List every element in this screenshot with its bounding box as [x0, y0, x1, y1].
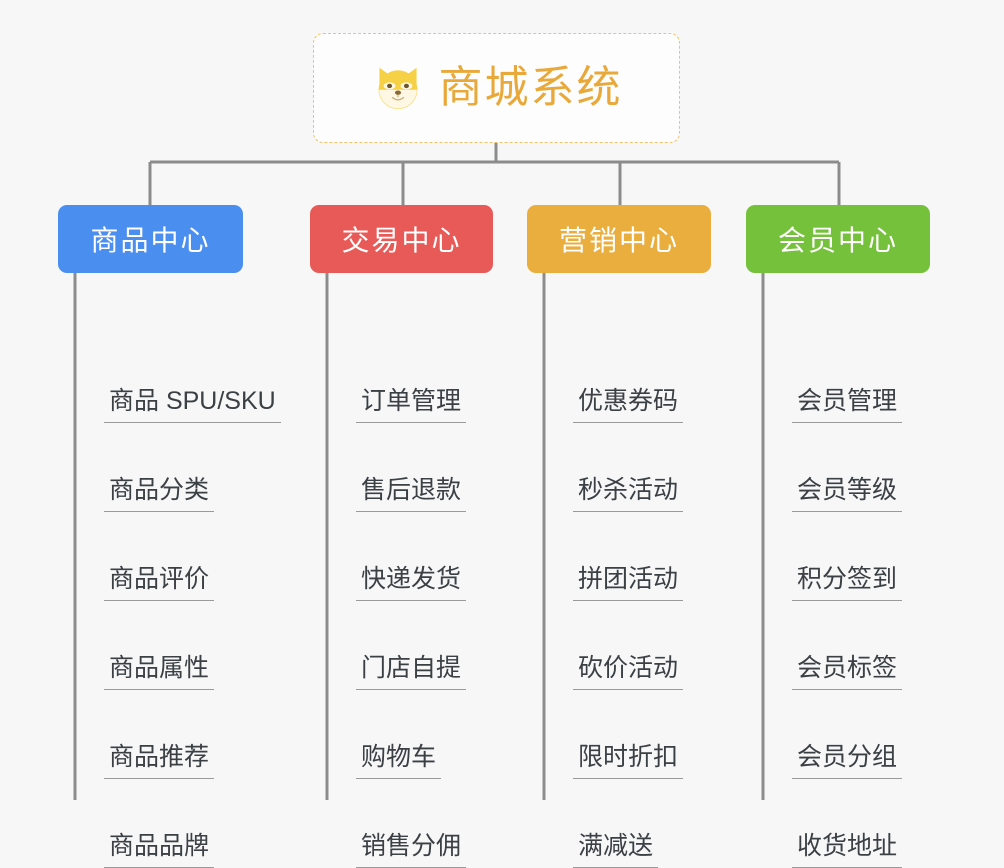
leaf-label: 商品评价 — [104, 565, 215, 601]
leaf-label: 商品分类 — [104, 476, 215, 512]
leaf-item[interactable]: 快递发货 — [356, 555, 467, 601]
leaf-item[interactable]: 购物车 — [356, 733, 442, 779]
shiba-dog-face-icon — [378, 67, 417, 110]
leaf-label: 商品品牌 — [104, 832, 215, 868]
leaf-label: 秒杀活动 — [573, 476, 684, 512]
leaf-item[interactable]: 收货地址 — [792, 822, 903, 868]
category-header-marketing-center[interactable]: 营销中心 — [527, 205, 711, 273]
leaf-label: 积分签到 — [792, 565, 903, 601]
root-node[interactable]: 商城系统 — [313, 33, 680, 143]
leaf-label: 收货地址 — [792, 832, 903, 868]
leaf-label: 订单管理 — [356, 387, 467, 423]
leaf-item[interactable]: 会员分组 — [792, 733, 903, 779]
column-product-center: 商品中心商品 SPU/SKU 商品分类商品评价商品属性商品推荐商品品牌 — [58, 205, 281, 868]
leaf-label: 购物车 — [356, 743, 442, 779]
leaf-item[interactable]: 满减送 — [573, 822, 659, 868]
column-marketing-center: 营销中心优惠券码秒杀活动拼团活动砍价活动限时折扣满减送 — [527, 205, 711, 868]
leaf-label: 优惠券码 — [573, 387, 684, 423]
leaf-label: 销售分佣 — [356, 832, 467, 868]
column-trade-center: 交易中心订单管理售后退款快递发货门店自提购物车销售分佣 — [310, 205, 493, 868]
leaf-item[interactable]: 销售分佣 — [356, 822, 467, 868]
leaf-item[interactable]: 商品分类 — [104, 466, 215, 512]
category-header-member-center[interactable]: 会员中心 — [746, 205, 930, 273]
leaf-item[interactable]: 商品属性 — [104, 644, 215, 690]
leaf-label: 限时折扣 — [573, 743, 684, 779]
leaf-label: 满减送 — [573, 832, 659, 868]
leaf-item[interactable]: 拼团活动 — [573, 555, 684, 601]
leaf-label: 拼团活动 — [573, 565, 684, 601]
leaf-item[interactable]: 会员标签 — [792, 644, 903, 690]
leaf-item[interactable]: 砍价活动 — [573, 644, 684, 690]
category-header-trade-center[interactable]: 交易中心 — [310, 205, 493, 273]
column-member-center: 会员中心会员管理会员等级积分签到会员标签会员分组收货地址 — [746, 205, 930, 868]
leaf-label: 砍价活动 — [573, 654, 684, 690]
leaf-item[interactable]: 订单管理 — [356, 377, 467, 423]
leaf-label: 商品 SPU/SKU — [104, 387, 281, 423]
leaf-label: 商品推荐 — [104, 743, 215, 779]
leaf-item[interactable]: 秒杀活动 — [573, 466, 684, 512]
leaf-item[interactable]: 优惠券码 — [573, 377, 684, 423]
leaf-item[interactable]: 售后退款 — [356, 466, 467, 512]
mindmap-canvas: 商城系统 商品中心商品 SPU/SKU 商品分类商品评价商品属性商品推荐商品品牌 交… — [58, 33, 930, 868]
leaf-label: 会员管理 — [792, 387, 903, 423]
leaf-label: 会员标签 — [792, 654, 903, 690]
leaf-label: 快递发货 — [356, 565, 467, 601]
leaf-item[interactable]: 门店自提 — [356, 644, 467, 690]
leaf-label: 商品属性 — [104, 654, 215, 690]
category-header-product-center[interactable]: 商品中心 — [58, 205, 243, 273]
leaf-item[interactable]: 会员管理 — [792, 377, 903, 423]
leaf-label: 会员分组 — [792, 743, 903, 779]
leaf-item[interactable]: 限时折扣 — [573, 733, 684, 779]
leaf-label: 门店自提 — [356, 654, 467, 690]
leaf-item[interactable]: 会员等级 — [792, 466, 903, 512]
leaf-item[interactable]: 商品评价 — [104, 555, 215, 601]
leaf-item[interactable]: 积分签到 — [792, 555, 903, 601]
leaf-item[interactable]: 商品 SPU/SKU — [104, 377, 281, 423]
leaf-item[interactable]: 商品品牌 — [104, 822, 215, 868]
root-title: 商城系统 — [438, 63, 623, 112]
leaf-label: 会员等级 — [792, 476, 903, 512]
leaf-label: 售后退款 — [356, 476, 467, 512]
leaf-item[interactable]: 商品推荐 — [104, 733, 215, 779]
